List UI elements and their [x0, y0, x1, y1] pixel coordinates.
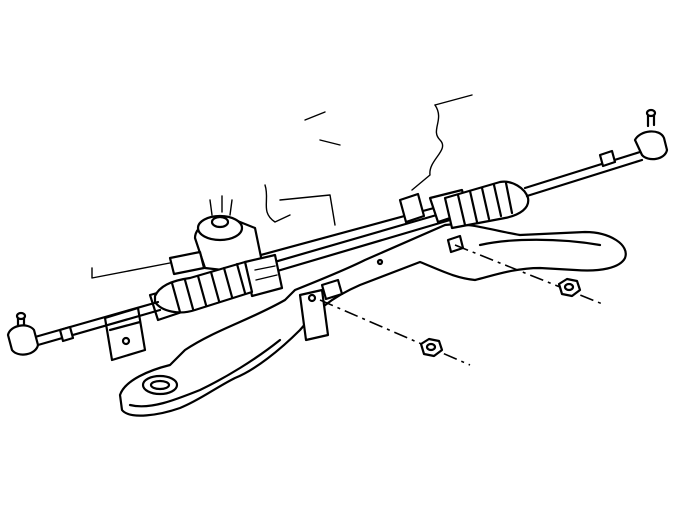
alignment-lines — [319, 244, 606, 366]
mounting-nut-rear — [557, 277, 582, 298]
pinion-valve — [168, 195, 284, 298]
left-tie-rod-end — [6, 300, 162, 356]
pinion-shaft — [168, 250, 206, 276]
right-tie-rod-end — [523, 108, 669, 198]
front-nut-axis-line — [319, 299, 471, 366]
right-boot — [443, 180, 530, 230]
mounting-nut-front — [419, 337, 444, 358]
crossmember-bushing-left — [141, 374, 179, 396]
front-crossmember — [118, 223, 627, 417]
left-boot — [153, 260, 254, 314]
vehicle-structure — [91, 94, 473, 279]
crossmember-bracket — [298, 288, 330, 342]
crossmember-studs — [307, 234, 465, 303]
